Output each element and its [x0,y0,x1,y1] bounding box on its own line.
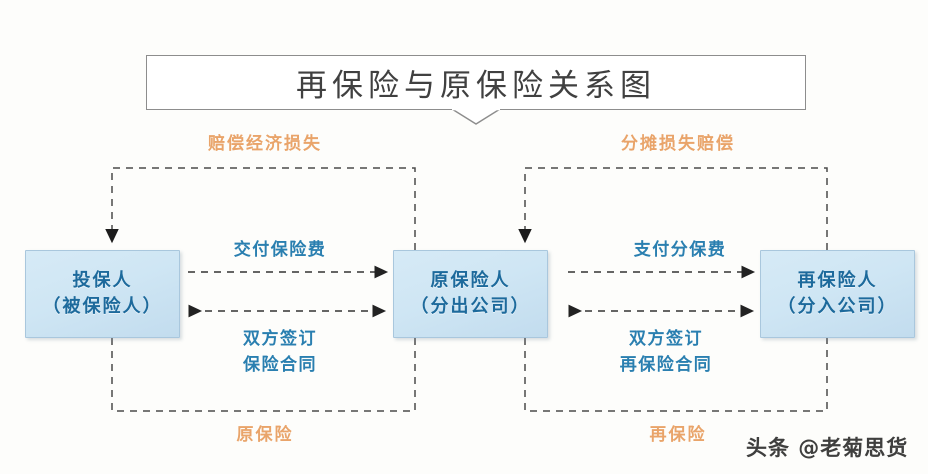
node-reinsurer[interactable]: 再保险人 （分入公司） [760,250,915,338]
edge-label-reinsurance-contract-line2: 再保险合同 [619,354,713,375]
edge-label-indemnify: 赔偿经济损失 [208,134,322,154]
edge-label-insurance-contract: 双方签订 保险合同 [196,327,364,378]
title-banner-notch-icon [452,109,500,125]
edge-label-insurance-contract-line1: 双方签订 [243,329,317,349]
node-reinsurer-line1: 再保险人 [797,269,878,291]
node-reinsurer-line2: （分入公司） [777,296,898,317]
edge-label-share-loss: 分摊损失赔偿 [621,134,735,154]
node-policyholder-line2: （被保险人） [42,296,163,317]
edge-label-reinsurance-contract-line1: 双方签订 [629,329,703,349]
node-insurer-line1: 原保险人 [430,269,511,291]
group-label-reinsurance: 再保险 [649,425,707,445]
group-label-original-insurance: 原保险 [236,425,294,445]
node-insurer-line2: （分出公司） [410,296,531,317]
edge-label-cession-fee: 支付分保费 [633,240,727,260]
node-insurer[interactable]: 原保险人 （分出公司） [393,250,548,338]
title-banner: 再保险与原保险关系图 [146,55,806,110]
node-policyholder[interactable]: 投保人 （被保险人） [25,250,180,338]
page-title: 再保险与原保险关系图 [296,68,656,104]
watermark: 头条 @老菊思货 [746,436,909,460]
edge-label-premium: 交付保险费 [233,240,327,260]
edge-label-reinsurance-contract: 双方签订 再保险合同 [566,327,766,378]
node-policyholder-line1: 投保人 [72,269,133,291]
edge-label-insurance-contract-line2: 保险合同 [243,354,317,375]
